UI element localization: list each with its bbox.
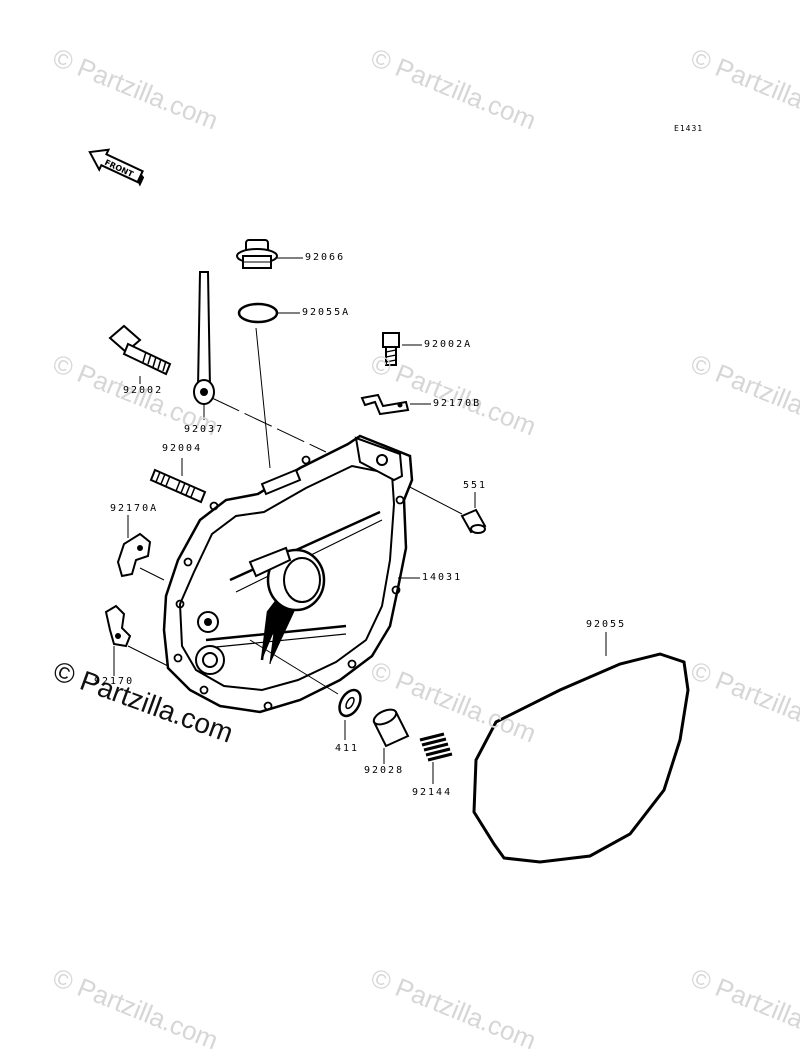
part-label-92066[interactable]: 92066 bbox=[305, 252, 346, 263]
engine-cover-icon bbox=[162, 434, 414, 714]
front-arrow-icon: FRONT bbox=[88, 148, 145, 187]
part-label-92170[interactable]: 92170 bbox=[94, 676, 135, 687]
washer-icon bbox=[338, 688, 362, 718]
clamp-icon bbox=[104, 604, 132, 648]
part-label-92055[interactable]: 92055 bbox=[586, 619, 627, 630]
part-label-14031[interactable]: 14031 bbox=[422, 572, 463, 583]
gasket-icon bbox=[472, 652, 690, 864]
bolt-icon bbox=[382, 332, 400, 366]
part-label-92037[interactable]: 92037 bbox=[184, 424, 225, 435]
clamp-icon bbox=[116, 532, 152, 578]
bushing-icon bbox=[372, 708, 410, 748]
diagram-code: E1431 bbox=[674, 124, 704, 133]
stud-icon bbox=[149, 468, 207, 504]
part-label-92144[interactable]: 92144 bbox=[412, 787, 453, 798]
part-label-92028[interactable]: 92028 bbox=[364, 765, 405, 776]
bolt-icon bbox=[108, 324, 172, 376]
clamp-icon bbox=[360, 393, 410, 416]
part-label-92055A[interactable]: 92055A bbox=[302, 307, 351, 318]
part-label-551[interactable]: 551 bbox=[463, 480, 488, 491]
part-label-92002[interactable]: 92002 bbox=[123, 385, 164, 396]
part-label-92170A[interactable]: 92170A bbox=[110, 503, 159, 514]
clamp-strap-icon bbox=[193, 271, 215, 405]
part-label-92170B[interactable]: 92170B bbox=[433, 398, 482, 409]
dowel-pin-icon bbox=[460, 508, 487, 534]
o-ring-icon bbox=[237, 302, 279, 324]
spring-icon bbox=[419, 732, 453, 762]
part-label-92002A[interactable]: 92002A bbox=[424, 339, 473, 350]
part-label-92004[interactable]: 92004 bbox=[162, 443, 203, 454]
part-label-411[interactable]: 411 bbox=[335, 743, 360, 754]
oil-filler-cap-icon bbox=[236, 239, 278, 269]
